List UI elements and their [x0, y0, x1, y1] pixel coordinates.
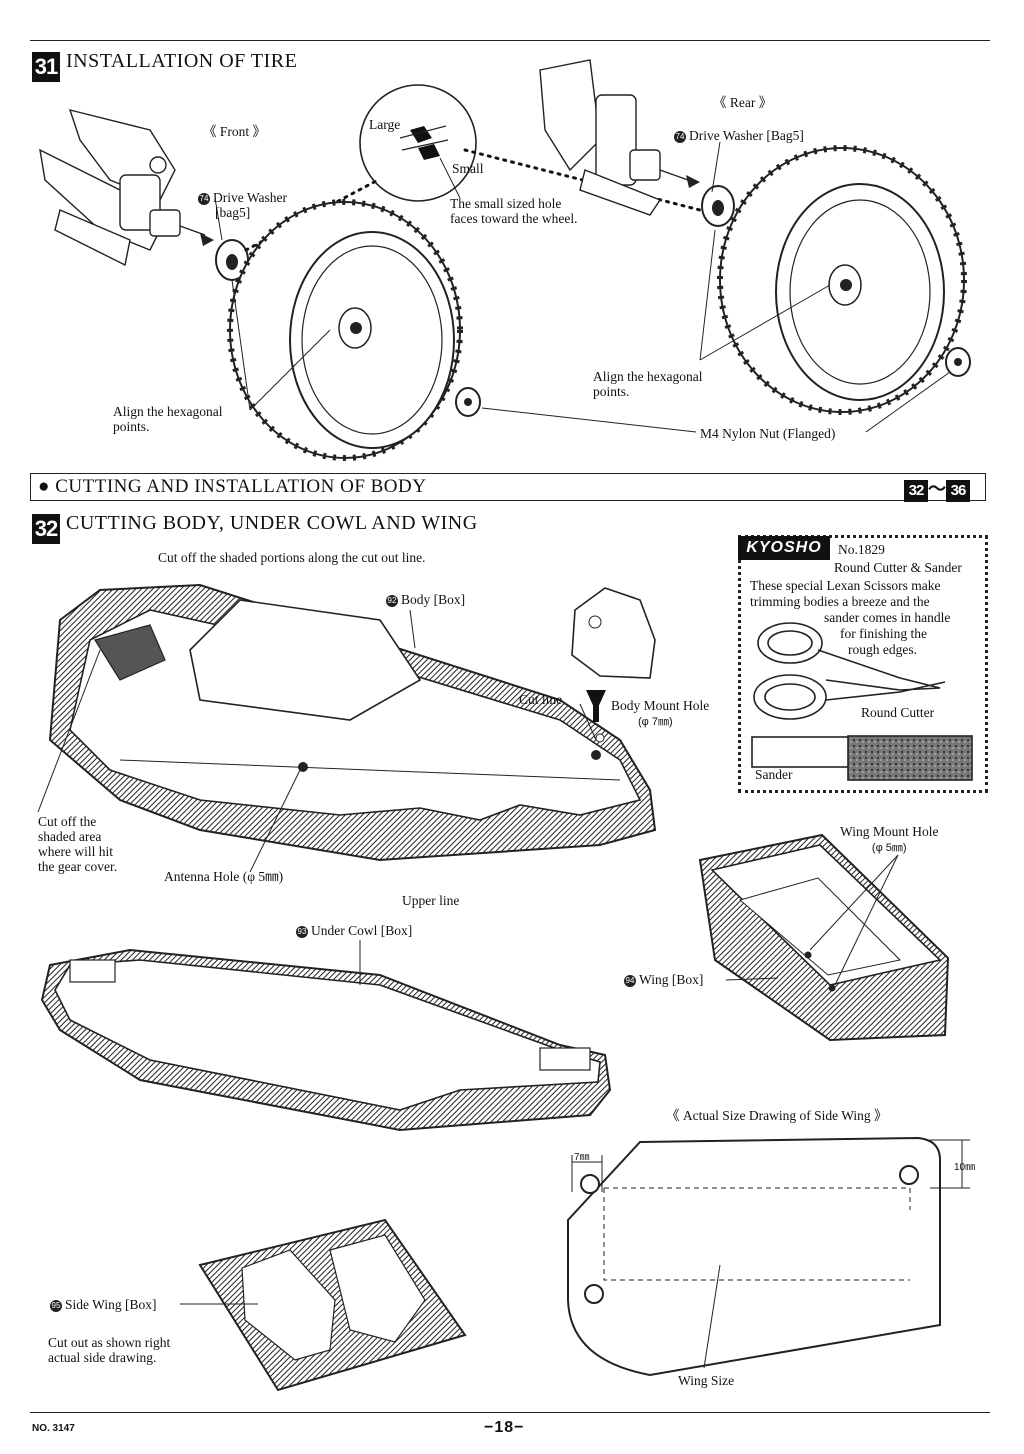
page-number: −18− [484, 1419, 525, 1436]
round-cutter-label: Round Cutter [861, 705, 935, 720]
small-label: Small [452, 161, 484, 176]
document-number: NO. 3147 [32, 1423, 75, 1434]
sander-label: Sander [755, 767, 793, 782]
kyosho-tools-drawing [751, 622, 973, 781]
upper-line-label: Upper line [402, 893, 460, 908]
rear-hub-drawing [539, 59, 689, 216]
cut-line-label: Cut line [519, 692, 563, 707]
dimension-10mm: 10㎜ [954, 1162, 976, 1173]
under-cowl-drawing [40, 948, 612, 1132]
antenna-hole-label: Antenna Hole (φ 5㎜) [164, 869, 284, 884]
part-number-badge: 74 [198, 192, 210, 205]
section-range: 32〜36 [904, 475, 970, 502]
nylon-nut-label: M4 Nylon Nut (Flanged) [700, 426, 836, 441]
cut-instruction: Cut off the shaded portions along the cu… [158, 550, 426, 565]
section-header-box [30, 473, 986, 501]
kyosho-product-name: Round Cutter & Sander [834, 560, 962, 575]
step-31-title: INSTALLATION OF TIRE [66, 50, 298, 72]
top-rule [30, 40, 990, 41]
body-mount-hole-label: Body Mount Hole(φ 7㎜) [611, 698, 710, 728]
body-shell-drawing [48, 583, 657, 862]
dimension-7mm: 7㎜ [574, 1152, 590, 1163]
front-tire-drawing [227, 199, 463, 461]
step-32-title: CUTTING BODY, UNDER COWL AND WING [66, 512, 478, 534]
rear-tire-drawing [717, 145, 967, 415]
section-title: ● CUTTING AND INSTALLATION OF BODY [38, 476, 427, 497]
wing-mount-hole-label: Wing Mount Hole(φ 5㎜) [840, 824, 939, 854]
large-label: Large [369, 117, 401, 132]
bullet-icon: ● [38, 476, 50, 497]
part-number-badge: 74 [674, 130, 686, 143]
wing-drawing [698, 833, 950, 1042]
body-cut-piece-drawing [571, 587, 656, 679]
side-wing-sheet-drawing [198, 1218, 467, 1392]
front-hub-drawing [39, 109, 206, 267]
actual-size-title: 《 Actual Size Drawing of Side Wing 》 [666, 1108, 888, 1123]
kyosho-logo: KYOSHO [738, 536, 830, 560]
kyosho-item-no: No.1829 [838, 542, 885, 557]
step-32-badge: 32 [32, 514, 60, 544]
bottom-rule [30, 1412, 990, 1413]
kyosho-product-box [738, 535, 988, 793]
rear-label: 《 Rear 》 [713, 95, 773, 110]
side-wing-outline-drawing [567, 1136, 941, 1377]
step-31-badge: 31 [32, 52, 60, 82]
wing-size-label: Wing Size [678, 1373, 735, 1388]
front-label: 《 Front 》 [203, 124, 267, 139]
kyosho-description: These special Lexan Scissors make trimmi… [750, 578, 951, 657]
